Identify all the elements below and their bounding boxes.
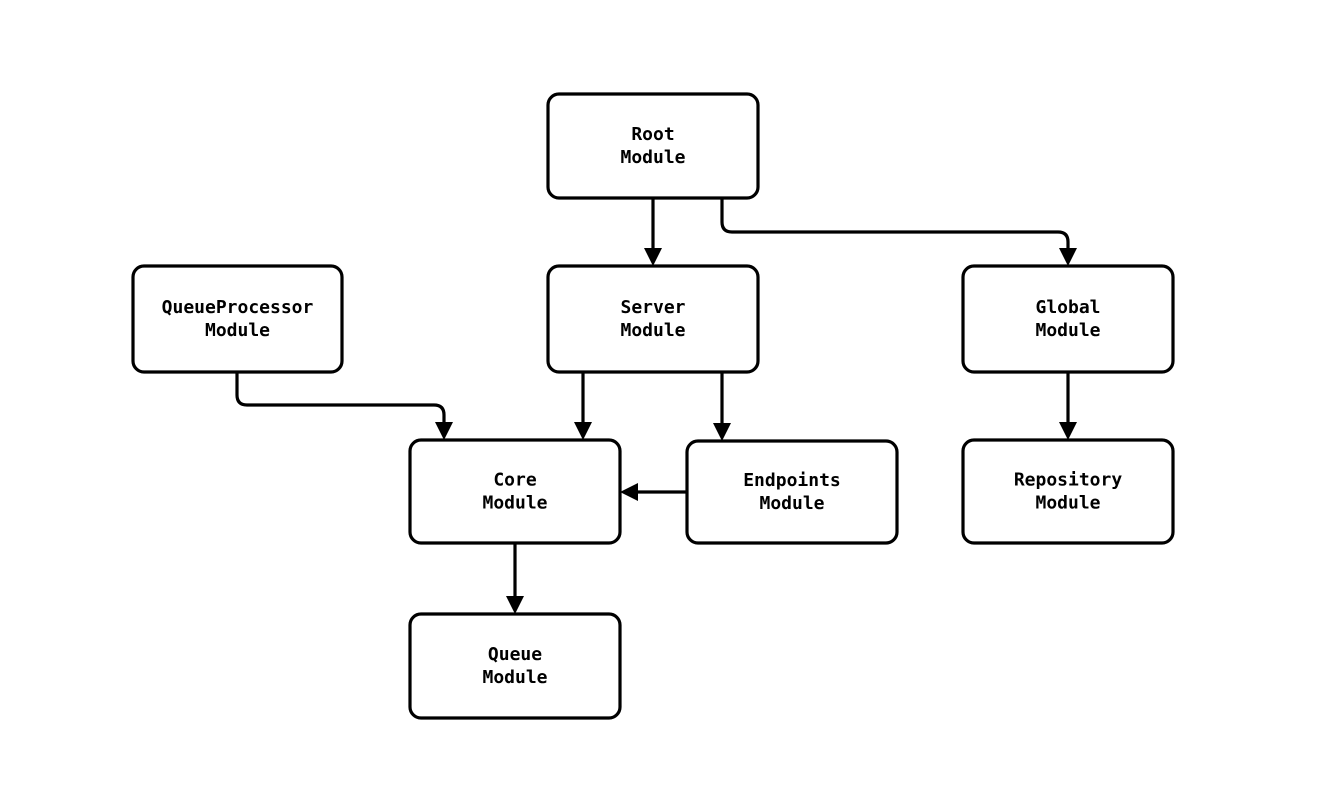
edge-queueprocessor-to-core [235, 372, 453, 440]
node-label-name-global: Global [1035, 297, 1100, 318]
node-box-queueprocessor[interactable] [131, 264, 344, 374]
node-label-suffix-queue: Module [482, 667, 547, 688]
edge-line [720, 198, 1070, 253]
nodes-layer: RootModuleQueueProcessorModuleServerModu… [131, 92, 1175, 720]
edge-global-to-repository [1059, 372, 1077, 440]
node-label-suffix-queueprocessor: Module [205, 320, 270, 341]
node-label-name-endpoints: Endpoints [743, 470, 841, 491]
node-label-suffix-server: Module [620, 320, 685, 341]
node-label-name-queue: Queue [488, 644, 542, 665]
node-box-repository[interactable] [961, 438, 1175, 545]
edge-server-to-core [574, 372, 592, 440]
node-label-name-repository: Repository [1014, 470, 1123, 491]
arrowhead-icon [506, 596, 524, 614]
node-label-suffix-endpoints: Module [759, 493, 824, 514]
node-box-root[interactable] [546, 92, 760, 200]
arrowhead-icon [1059, 248, 1077, 266]
node-box-core[interactable] [408, 438, 622, 545]
node-label-name-queueprocessor: QueueProcessor [162, 297, 314, 318]
node-label-suffix-global: Module [1035, 320, 1100, 341]
edge-line [235, 372, 446, 427]
edge-core-to-queue [506, 543, 524, 614]
node-label-name-root: Root [631, 124, 674, 145]
arrowhead-icon [713, 423, 731, 441]
arrowhead-icon [574, 422, 592, 440]
node-label-name-server: Server [620, 297, 685, 318]
node-box-server[interactable] [546, 264, 760, 374]
edge-server-to-endpoints [713, 372, 731, 441]
node-box-queue[interactable] [408, 612, 622, 720]
node-box-global[interactable] [961, 264, 1175, 374]
arrowhead-icon [620, 483, 638, 501]
node-label-suffix-root: Module [620, 147, 685, 168]
edge-root-to-global [720, 198, 1077, 266]
arrowhead-icon [1059, 422, 1077, 440]
node-label-name-core: Core [493, 470, 537, 491]
edge-root-to-server [644, 198, 662, 266]
node-label-suffix-core: Module [482, 493, 547, 514]
edges-layer [235, 198, 1077, 614]
edge-endpoints-to-core [620, 483, 687, 501]
node-label-suffix-repository: Module [1035, 493, 1100, 514]
arrowhead-icon [435, 422, 453, 440]
node-box-endpoints[interactable] [685, 439, 899, 545]
arrowhead-icon [644, 248, 662, 266]
